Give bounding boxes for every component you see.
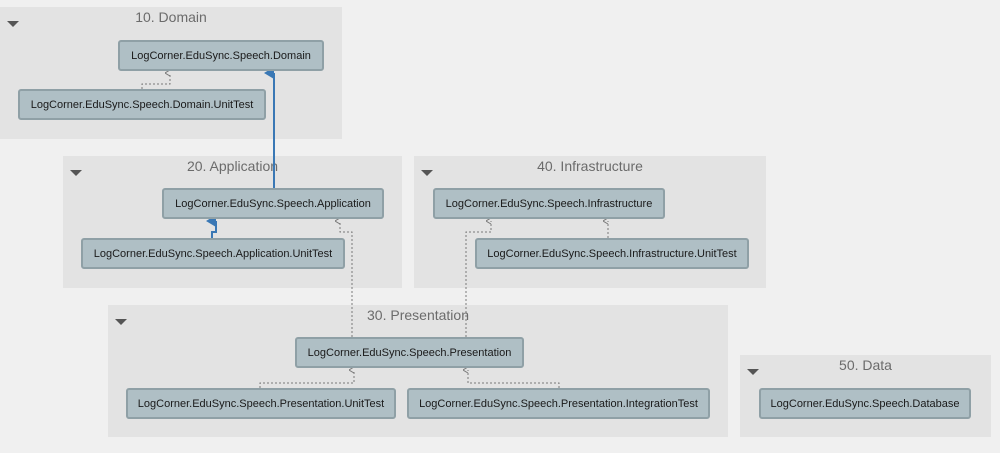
- node-presentation-integrationtest[interactable]: LogCorner.EduSync.Speech.Presentation.In…: [407, 388, 710, 419]
- node-application[interactable]: LogCorner.EduSync.Speech.Application: [162, 188, 384, 219]
- collapse-arrow-icon[interactable]: [115, 319, 127, 325]
- group-title-presentation: 30. Presentation: [367, 307, 469, 323]
- node-infrastructure[interactable]: LogCorner.EduSync.Speech.Infrastructure: [433, 188, 665, 219]
- collapse-arrow-icon[interactable]: [747, 369, 759, 375]
- collapse-arrow-icon[interactable]: [421, 170, 433, 176]
- group-title-infrastructure: 40. Infrastructure: [537, 158, 643, 174]
- group-title-domain: 10. Domain: [135, 9, 207, 25]
- node-domain[interactable]: LogCorner.EduSync.Speech.Domain: [118, 40, 324, 71]
- node-application-unittest[interactable]: LogCorner.EduSync.Speech.Application.Uni…: [81, 238, 345, 269]
- collapse-arrow-icon[interactable]: [70, 170, 82, 176]
- node-infrastructure-unittest[interactable]: LogCorner.EduSync.Speech.Infrastructure.…: [475, 238, 749, 269]
- node-database[interactable]: LogCorner.EduSync.Speech.Database: [759, 388, 971, 419]
- group-title-data: 50. Data: [839, 357, 892, 373]
- node-presentation[interactable]: LogCorner.EduSync.Speech.Presentation: [295, 337, 524, 368]
- node-presentation-unittest[interactable]: LogCorner.EduSync.Speech.Presentation.Un…: [126, 388, 396, 419]
- node-domain-unittest[interactable]: LogCorner.EduSync.Speech.Domain.UnitTest: [18, 89, 266, 120]
- group-title-application: 20. Application: [186, 158, 279, 174]
- collapse-arrow-icon[interactable]: [7, 21, 19, 27]
